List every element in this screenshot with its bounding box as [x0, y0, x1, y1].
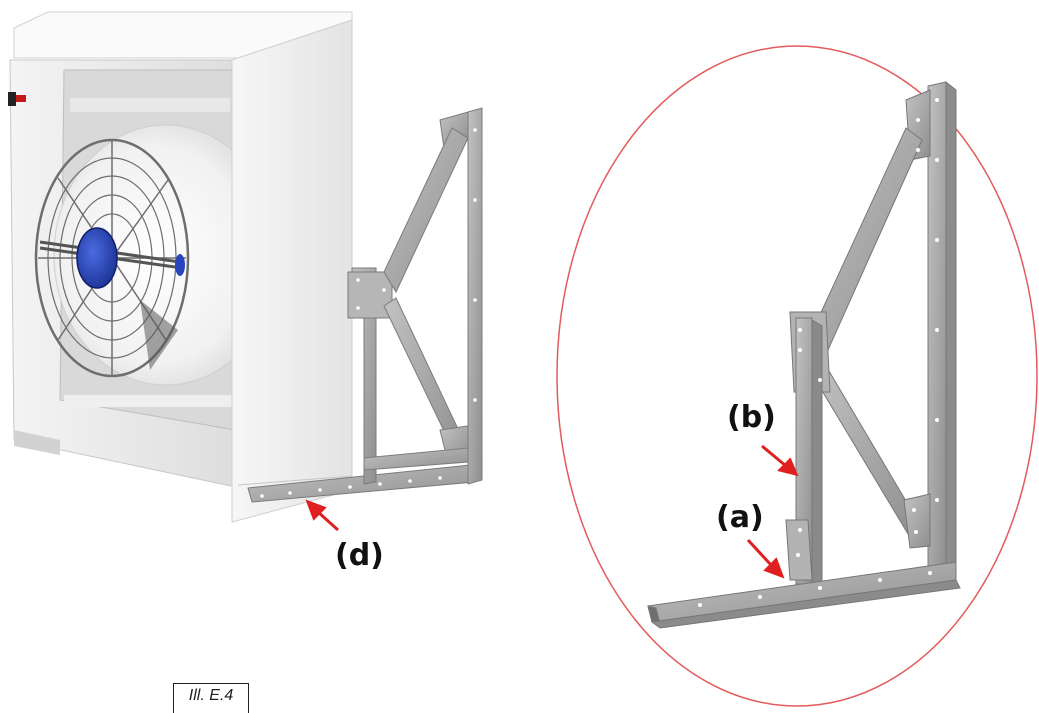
bracket-holes-detail	[698, 98, 939, 607]
figure-caption-text: Ill. E.4	[188, 687, 234, 704]
mounting-bracket-left	[247, 107, 483, 503]
callout-label-a: (a)	[716, 500, 764, 535]
callout-label-b: (b)	[727, 400, 776, 435]
fan-unit	[8, 11, 353, 523]
bracket-holes-left	[260, 128, 477, 498]
callout-arrow-d	[305, 499, 340, 532]
detail-highlight-ellipse	[556, 45, 1038, 707]
callout-arrow-b	[761, 444, 799, 477]
figure-caption: Ill. E.4	[173, 683, 249, 713]
housing-side-panel	[231, 19, 353, 523]
motor-hub	[76, 227, 118, 289]
mounting-bracket-detail	[647, 80, 961, 629]
callout-arrow-a	[746, 538, 785, 579]
callout-label-d: (d)	[335, 538, 384, 573]
junction-box-icon	[8, 92, 16, 106]
